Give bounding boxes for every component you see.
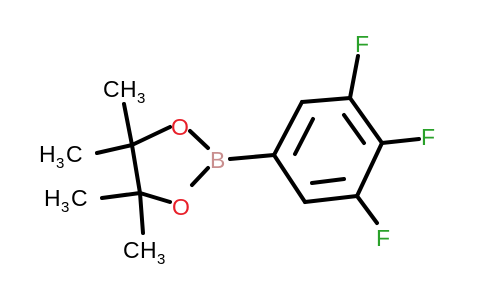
bond-ar3-f1 [348,54,360,100]
fluorine-atom-bottom: F [376,225,390,251]
bond-o1-b [188,129,210,150]
methyl-c: C [103,76,120,102]
bond-c2-me3 [100,191,142,200]
ring-bonds [130,125,210,204]
bond-inner-1 [293,117,315,156]
methyl-c: C [123,237,140,263]
fluorine-atom-top: F [355,31,369,57]
boron-atom: B [210,147,225,173]
methyl-c: C [71,185,88,211]
bond-o2-c2 [138,191,172,204]
methyl-h: H [39,141,56,167]
bond-ar2-ar3 [300,96,352,104]
methyl-label-top: C H 3 [103,76,145,107]
methyl-sub: 3 [137,90,145,107]
bond-b-o2 [190,166,210,187]
methyl-h: H [140,237,157,263]
oxygen-atom-bottom: O [172,194,190,220]
bond-inner-2 [342,113,366,145]
bond-b-aryl [228,153,276,161]
fluorine-atom-right: F [421,124,435,150]
bond-c2-me4 [138,191,145,235]
methyl-label-left-lower: H 3 C [44,185,88,216]
bond-inner-3 [310,177,346,185]
methyl-h: H [120,76,137,102]
methyl-sub: 3 [56,155,64,172]
methyl-label-bottom: C H 3 [123,237,165,268]
bond-ar4-ar5 [355,141,384,198]
bond-ar3-ar4 [348,96,384,145]
methyl-label-left-upper: H 3 C [39,141,83,172]
oxygen-atom-top: O [171,114,189,140]
bond-c1-c2 [130,143,142,195]
bond-ar1-ar2 [272,100,304,157]
benzene-ring [272,96,384,204]
methyl-sub: 3 [157,251,165,268]
bond-c1-o1 [130,125,172,147]
bond-ar5-ar6 [303,194,359,204]
methyl-sub: 3 [61,199,69,216]
bond-c1-me1 [122,102,134,147]
methyl-h: H [44,185,61,211]
bond-ar4-f2 [380,137,421,145]
bond-ar5-f3 [355,194,379,225]
methyl-bonds [95,102,145,235]
fluorine-bonds [348,54,421,225]
bond-c1-me2 [95,143,134,155]
bond-ar6-ar1 [272,153,307,204]
methyl-c: C [66,141,83,167]
